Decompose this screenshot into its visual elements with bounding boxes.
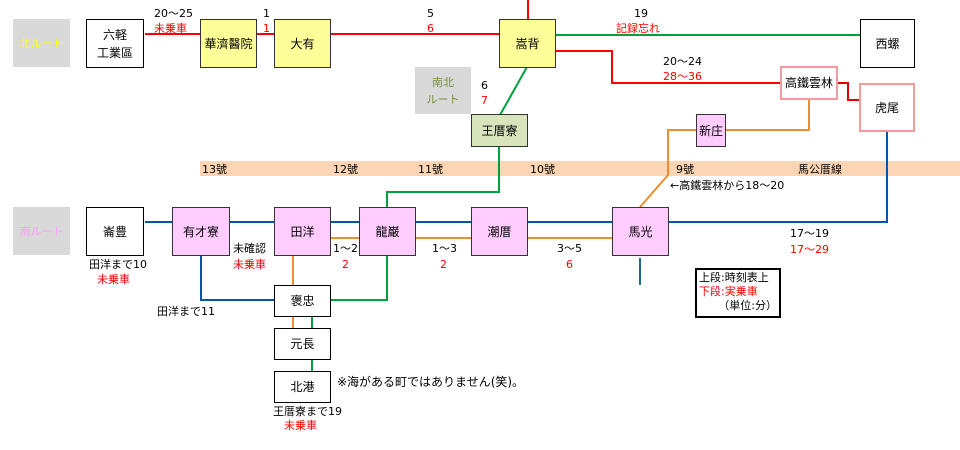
route-label-north: 北ルート <box>13 19 70 67</box>
legend-upper: 上段:時刻表上 <box>699 271 769 284</box>
station-houchu: 褒忠 <box>274 285 331 317</box>
line-shinsho-bakou <box>639 129 697 208</box>
station-rokkei-line1: 六軽 <box>102 27 127 42</box>
time-suhai-oukyo-actual: 7 <box>481 94 488 107</box>
time-ryugan-chorei-scheduled: 1～3 <box>432 242 457 255</box>
station-shinsho: 新庄 <box>696 114 726 147</box>
time-hokko-oukyo-scheduled: 王厝寮まで19 <box>273 405 342 418</box>
time-suhai-takatetsu-scheduled: 20～24 <box>663 55 702 68</box>
station-daiyu: 大有 <box>274 19 331 68</box>
time-ryugan-chorei-actual: 2 <box>440 258 447 271</box>
time-suho-denyo-actual: 未乗車 <box>97 273 130 286</box>
time-chorei-bakou-scheduled: 3～5 <box>557 242 582 255</box>
station-rokkei-line2: 工業區 <box>96 45 133 60</box>
time-kasai-daiyu-scheduled: 1 <box>263 7 270 20</box>
time-hokko-oukyo-actual: 未乗車 <box>284 419 317 432</box>
time-daiyu-suhai-scheduled: 5 <box>427 7 434 20</box>
highway-marker-9: 9號 <box>676 163 694 176</box>
station-yusairyo: 有才寮 <box>172 207 230 256</box>
highway-band <box>200 161 960 176</box>
legend-box: 上段:時刻表上 下段:実乗車 （単位:分） <box>695 268 781 318</box>
time-rokkei-kasai-scheduled: 20～25 <box>154 7 193 20</box>
highway-marker-12: 12號 <box>333 163 358 176</box>
station-suho: 崙豊 <box>86 207 144 256</box>
time-chorei-bakou-actual: 6 <box>566 258 573 271</box>
time-kasai-daiyu-actual: 1 <box>263 22 270 35</box>
route-label-south-north-line2: ルート <box>426 92 460 106</box>
station-kasai: 華濟醫院 <box>200 19 257 68</box>
station-ryugan: 龍巌 <box>359 207 416 256</box>
time-bakou-torao-scheduled: 17～19 <box>790 227 829 240</box>
line-yusairyo-houchu <box>200 255 275 301</box>
time-yusairyo-denyo-scheduled: 未確認 <box>233 242 266 255</box>
line-suhai-oukyo <box>499 66 528 116</box>
time-suhai-seira-actual: 記録忘れ <box>616 22 660 35</box>
time-denyo-ryugan-actual: 2 <box>342 258 349 271</box>
station-hokko: 北港 <box>274 371 331 403</box>
time-daiyu-suhai-actual: 6 <box>427 22 434 35</box>
time-yusairyo-houchu-scheduled: 田洋まで11 <box>157 305 215 318</box>
time-suho-denyo-scheduled: 田洋まで10 <box>89 258 147 271</box>
line-takatetsu-torao <box>838 82 860 101</box>
station-chorei: 潮厝 <box>471 207 528 256</box>
line-ryugan-houchu <box>330 255 388 301</box>
line-bakou-torao <box>668 131 888 223</box>
time-yusairyo-denyo-actual: 未乗車 <box>233 258 266 271</box>
highway-marker-13: 13號 <box>202 163 227 176</box>
station-oukyo: 王厝寮 <box>471 114 528 147</box>
station-bakou: 馬光 <box>612 207 669 256</box>
station-takatetsu: 高鐵雲林 <box>780 66 838 100</box>
route-label-south-north-line1: 南北 <box>432 75 454 89</box>
time-rokkei-kasai-actual: 未乗車 <box>154 22 187 35</box>
highway-marker-10: 10號 <box>530 163 555 176</box>
route-label-south: 南ルート <box>13 207 70 255</box>
line-takatetsu-shinsho <box>725 100 810 131</box>
station-denyo: 田洋 <box>274 207 331 256</box>
line-oukyo-ryugan <box>386 147 500 207</box>
time-takatetsu-bakou-scheduled: ←高鐵雲林から18～20 <box>670 179 785 192</box>
time-suhai-seira-scheduled: 19 <box>634 7 648 20</box>
highway-name: 馬公厝線 <box>798 163 842 176</box>
time-bakou-torao-actual: 17～29 <box>790 243 829 256</box>
station-seira: 西螺 <box>860 19 915 68</box>
highway-marker-11: 11號 <box>418 163 443 176</box>
note-text: ※海がある町ではありません(笑)。 <box>337 375 525 389</box>
line-suhai-takatetsu <box>556 50 781 84</box>
station-torao: 虎尾 <box>859 83 915 132</box>
time-denyo-ryugan-scheduled: 1～2 <box>333 242 358 255</box>
time-suhai-takatetsu-actual: 28～36 <box>663 70 702 83</box>
route-label-south-north: 南北 ルート <box>415 67 471 114</box>
station-gencho: 元長 <box>274 328 331 360</box>
station-suhai: 嵩背 <box>499 19 556 68</box>
legend-unit: （単位:分） <box>718 299 777 312</box>
station-rokkei: 六軽 工業區 <box>86 19 144 68</box>
legend-lower: 下段:実乗車 <box>699 285 758 298</box>
time-suhai-oukyo-scheduled: 6 <box>481 79 488 92</box>
